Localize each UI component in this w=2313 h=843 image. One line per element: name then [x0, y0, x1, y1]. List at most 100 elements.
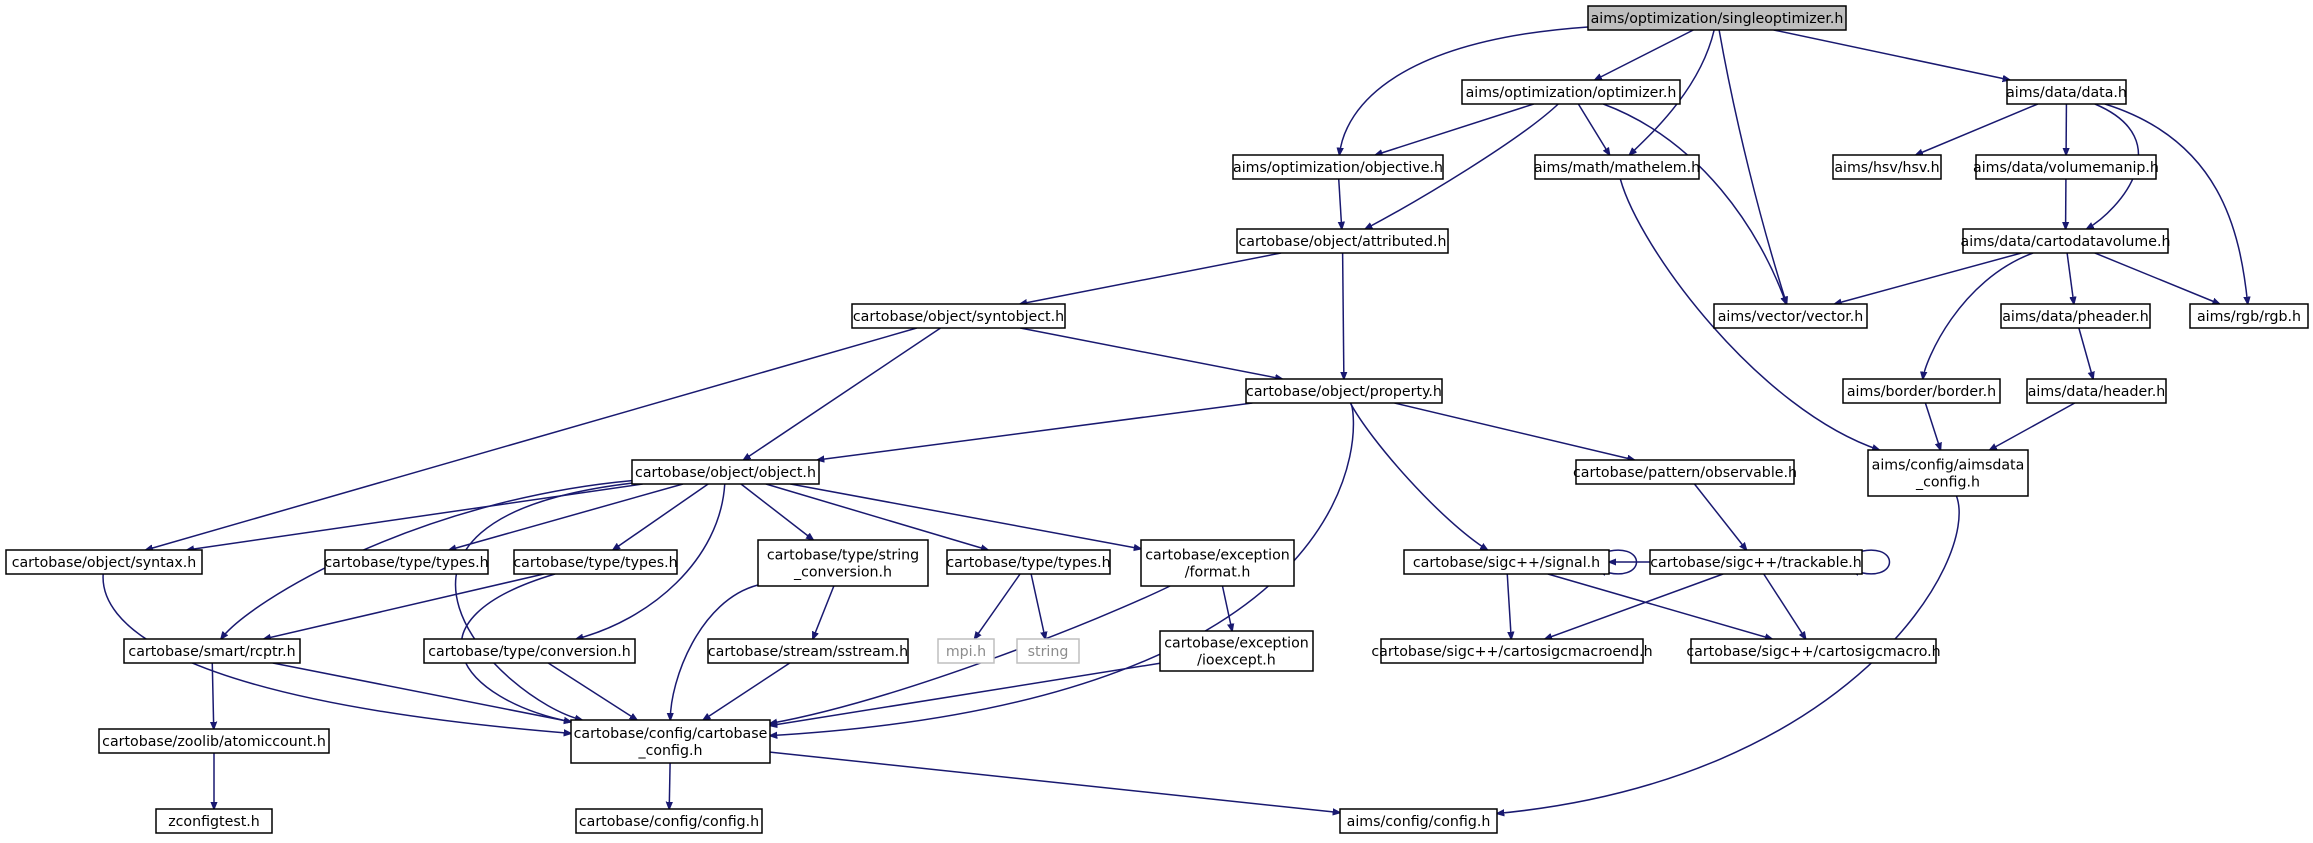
node-property[interactable]: cartobase/object/property.h [1245, 378, 1443, 404]
node-label: aims/vector/vector.h [1718, 309, 1864, 325]
node-string[interactable]: string [1016, 638, 1080, 664]
edge-object-to-cartobase_config [454, 482, 633, 720]
node-box [1713, 303, 1868, 329]
node-label: cartobase/pattern/observable.h [1573, 465, 1797, 481]
edge-singleoptimizer-to-mathelem [1629, 29, 1715, 155]
node-rcptr[interactable]: cartobase/smart/rcptr.h [123, 638, 301, 664]
edge-singleoptimizer-to-optimizer [1595, 29, 1694, 80]
node-optimizer[interactable]: aims/optimization/optimizer.h [1461, 79, 1681, 105]
node-box [2026, 378, 2167, 404]
node-box [2189, 303, 2309, 329]
node-box [757, 539, 929, 587]
node-string_conversion[interactable]: cartobase/type/string_conversion.h [757, 539, 929, 587]
node-pheader[interactable]: aims/data/pheader.h [2000, 303, 2151, 329]
edge-signal-to-cartosigcmacro [1547, 573, 1772, 639]
node-label: aims/hsv/hsv.h [1834, 160, 1939, 176]
node-label: cartobase/exception [1164, 636, 1309, 652]
edge-string_conversion-to-cartobase_config [670, 584, 759, 720]
edge-cartobase_config-to-config_cartobase [669, 762, 670, 809]
node-label: aims/config/config.h [1347, 814, 1491, 830]
edge-data-to-rgb [2104, 103, 2248, 304]
node-mathelem[interactable]: aims/math/mathelem.h [1534, 154, 1700, 180]
node-ioexcept[interactable]: cartobase/exception/ioexcept.h [1159, 630, 1314, 672]
node-box [1690, 638, 1937, 664]
node-label: cartobase/sigc++/signal.h [1413, 555, 1600, 571]
node-box [1232, 154, 1444, 180]
edge-trackable-to-cartosigcmacro [1763, 573, 1806, 639]
node-format[interactable]: cartobase/exception/format.h [1140, 539, 1295, 587]
node-cartosigcmacroend[interactable]: cartobase/sigc++/cartosigcmacroend.h [1371, 638, 1653, 664]
node-hsv[interactable]: aims/hsv/hsv.h [1832, 154, 1942, 180]
node-conversion[interactable]: cartobase/type/conversion.h [423, 638, 636, 664]
node-label: cartobase/type/conversion.h [428, 644, 631, 660]
node-label: _config.h [637, 743, 702, 759]
edge-object-to-conversion [576, 483, 726, 639]
node-sstream[interactable]: cartobase/stream/sstream.h [707, 638, 909, 664]
node-box [2006, 79, 2127, 105]
node-attributed[interactable]: cartobase/object/attributed.h [1236, 228, 1449, 254]
node-syntobject[interactable]: cartobase/object/syntobject.h [851, 303, 1066, 329]
node-zconfigtest[interactable]: zconfigtest.h [155, 808, 273, 834]
node-observable[interactable]: cartobase/pattern/observable.h [1573, 459, 1797, 485]
edge-conversion-to-cartobase_config [547, 662, 637, 720]
node-mpi[interactable]: mpi.h [937, 638, 995, 664]
node-syntax[interactable]: cartobase/object/syntax.h [5, 549, 203, 575]
node-objective[interactable]: aims/optimization/objective.h [1232, 154, 1444, 180]
edge-observable-to-trackable [1693, 483, 1746, 550]
edge-singleoptimizer-to-data [1773, 29, 2010, 80]
edge-object-to-syntax [187, 483, 643, 550]
node-box [570, 719, 771, 764]
node-box [1962, 228, 2169, 254]
edge-data-to-hsv [1916, 103, 2039, 155]
node-trackable[interactable]: cartobase/sigc++/trackable.h [1649, 549, 1863, 575]
edge-rcptr-to-atomiccount [212, 662, 213, 729]
node-box [575, 808, 763, 834]
node-box [946, 549, 1111, 575]
node-label: cartobase/config/config.h [579, 814, 759, 830]
node-cartodatavolume[interactable]: aims/data/cartodatavolume.h [1961, 228, 2171, 254]
node-singleoptimizer[interactable]: aims/optimization/singleoptimizer.h [1587, 5, 1847, 31]
node-types3[interactable]: cartobase/type/types.h [946, 549, 1111, 575]
edge-format-to-ioexcept [1221, 585, 1232, 631]
edge-optimizer-to-objective [1375, 103, 1534, 155]
node-types2[interactable]: cartobase/type/types.h [513, 549, 678, 575]
node-cartosigcmacro[interactable]: cartobase/sigc++/cartosigcmacro.h [1686, 638, 1941, 664]
edge-string_conversion-to-sstream [813, 585, 835, 639]
node-config_cartobase[interactable]: cartobase/config/config.h [575, 808, 763, 834]
node-object[interactable]: cartobase/object/object.h [631, 459, 820, 485]
node-box [5, 549, 203, 575]
node-label: cartobase/smart/rcptr.h [128, 644, 295, 660]
edge-object-to-string_conversion [740, 483, 813, 540]
node-volumemanip[interactable]: aims/data/volumemanip.h [1973, 154, 2159, 180]
edge-aimsdata_config-to-config_aims [1497, 495, 1960, 814]
node-cartobase_config[interactable]: cartobase/config/cartobase_config.h [570, 719, 771, 764]
node-aimsdata_config[interactable]: aims/config/aimsdata_config.h [1867, 449, 2029, 497]
node-box [1461, 79, 1681, 105]
node-label: aims/data/header.h [2028, 384, 2166, 400]
edge-property-to-object [817, 402, 1253, 460]
node-border[interactable]: aims/border/border.h [1842, 378, 2001, 404]
node-config_aims[interactable]: aims/config/config.h [1339, 808, 1498, 834]
node-label: cartobase/object/syntobject.h [853, 309, 1064, 325]
node-header[interactable]: aims/data/header.h [2026, 378, 2167, 404]
node-signal[interactable]: cartobase/sigc++/signal.h [1403, 549, 1610, 575]
edge-border-to-aimsdata_config [1924, 402, 1940, 450]
node-types1[interactable]: cartobase/type/types.h [324, 549, 489, 575]
node-rgb[interactable]: aims/rgb/rgb.h [2189, 303, 2309, 329]
node-label: cartobase/type/types.h [946, 555, 1110, 571]
node-atomiccount[interactable]: cartobase/zoolib/atomiccount.h [98, 728, 330, 754]
edge-attributed-to-property [1343, 252, 1344, 379]
edge-optimizer-to-attributed [1365, 103, 1559, 229]
node-label: cartobase/zoolib/atomiccount.h [102, 734, 326, 750]
node-label: cartobase/sigc++/cartosigcmacro.h [1686, 644, 1940, 660]
node-data[interactable]: aims/data/data.h [2006, 79, 2127, 105]
node-box [2000, 303, 2151, 329]
node-label: cartobase/object/attributed.h [1238, 234, 1446, 250]
edge-syntobject-to-property [1020, 327, 1282, 379]
edge-cartodatavolume-to-border [1923, 252, 2034, 379]
node-vector[interactable]: aims/vector/vector.h [1713, 303, 1868, 329]
node-label: aims/optimization/optimizer.h [1466, 85, 1677, 101]
node-label: cartobase/type/types.h [513, 555, 677, 571]
node-label: aims/optimization/singleoptimizer.h [1591, 11, 1844, 27]
